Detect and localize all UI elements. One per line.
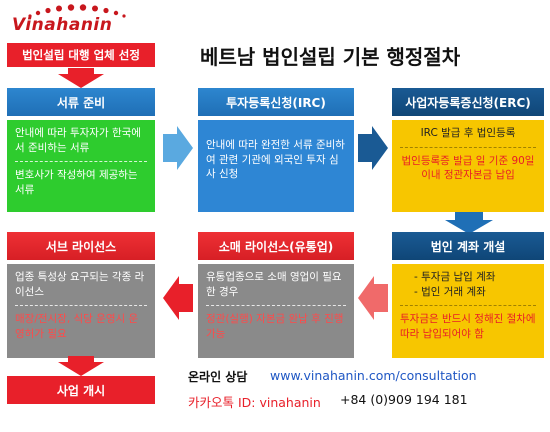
arrow-left-2 [163,276,193,320]
kakao-id: 카카오톡 ID: vinahanin [188,395,321,410]
vinahanin-logo: Vinahanin [8,2,158,38]
erc-box: IRC 발급 후 법인등록 법인등록증 발급 일 기준 90일 이내 정관자본금… [392,120,544,212]
irc-text: 안내에 따라 완전한 서류 준비하여 관련 기관에 외국인 투자 심사 신청 [206,139,345,181]
bank-item-1: - 투자금 납입 계좌 [414,271,496,283]
bank-item-2: - 법인 거래 계좌 [414,285,486,298]
bank-note: 투자금은 반드시 정해진 절차에 따라 납입되어야 함 [400,313,536,341]
consultation-link[interactable]: www.vinahanin.com/consultation [270,368,477,383]
step-vendor-selection: 법인설립 대행 업체 선정 [7,43,155,67]
irc-header: 투자등록신청(IRC) [198,88,354,116]
arrow-down-1 [58,68,104,88]
arrow-down-2 [445,212,493,234]
retail-license-header: 소매 라이선스(유통업) [198,232,354,260]
logo-text: Vinahanin [12,15,113,35]
business-start: 사업 개시 [7,376,155,404]
irc-box: 안내에 따라 완전한 서류 준비하여 관련 기관에 외국인 투자 심사 신청 [198,120,354,212]
retail-text-2: 정관(실행) 자본금 완납 후 진행 가능 [206,313,344,341]
retail-license-box: 유통업종으로 소매 영업이 필요한 경우 정관(실행) 자본금 완납 후 진행 … [198,264,354,358]
sub-license-box: 업종 특성상 요구되는 각종 라이선스 매장/전시장, 식당 운영시 운영허가 … [7,264,155,358]
document-prep-header: 서류 준비 [7,88,155,116]
sub-text-2: 매장/전시장, 식당 운영시 운영허가 필요 [15,313,139,341]
sub-license-header: 서브 라이선스 [7,232,155,260]
bank-account-box: - 투자금 납입 계좌 - 법인 거래 계좌 투자금은 반드시 정해진 절차에 … [392,264,544,358]
red-dots-arc-icon [28,4,126,18]
arrow-left-1 [358,276,388,320]
erc-header: 사업자등록증신청(ERC) [392,88,544,116]
online-consult-label: 온라인 상담 [188,370,248,384]
document-prep-item-1: 안내에 따라 투자자가 한국에서 준비하는 서류 [15,127,141,154]
phone-number: +84 (0)909 194 181 [340,392,468,407]
retail-text-1: 유통업종으로 소매 영업이 필요한 경우 [206,271,342,298]
sub-text-1: 업종 특성상 요구되는 각종 라이선스 [15,271,145,298]
arrow-right-1 [163,126,193,170]
document-prep-item-2: 변호사가 작성하여 제공하는 서류 [15,169,138,197]
bank-account-header: 법인 계좌 개설 [392,232,544,260]
erc-line-2: 법인등록증 발급 일 기준 90일 이내 정관자본금 납입 [401,154,535,182]
arrow-right-2 [358,126,388,170]
erc-line-1: IRC 발급 후 법인등록 [420,127,516,139]
page-title: 베트남 법인설립 기본 행정절차 [200,45,461,69]
document-prep-box: 안내에 따라 투자자가 한국에서 준비하는 서류 변호사가 작성하여 제공하는 … [7,120,155,212]
arrow-down-3 [58,356,104,376]
